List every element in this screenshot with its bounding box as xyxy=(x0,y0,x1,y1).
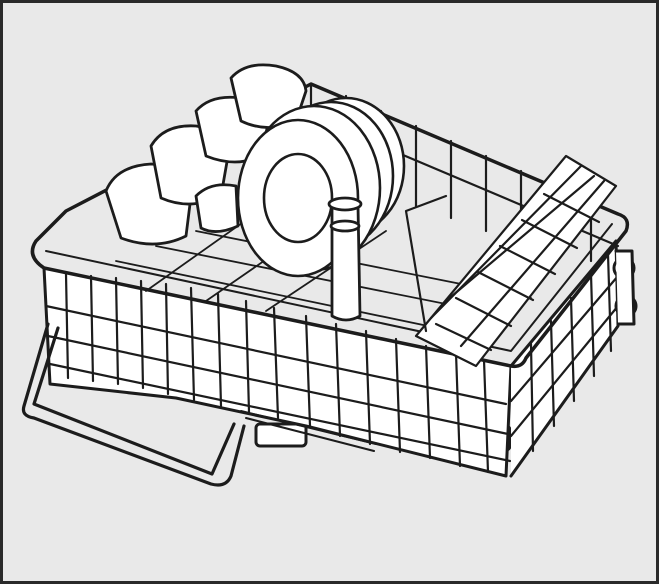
dishwasher-basket-illustration xyxy=(21,63,638,487)
basket-right-body xyxy=(509,239,638,478)
spray-tube xyxy=(327,196,363,322)
fold-down-rack xyxy=(404,154,618,368)
basket-top-rim xyxy=(30,82,630,369)
basket-front-body xyxy=(42,266,513,478)
basket-handle xyxy=(21,322,246,487)
basket-base-wires xyxy=(240,410,377,452)
